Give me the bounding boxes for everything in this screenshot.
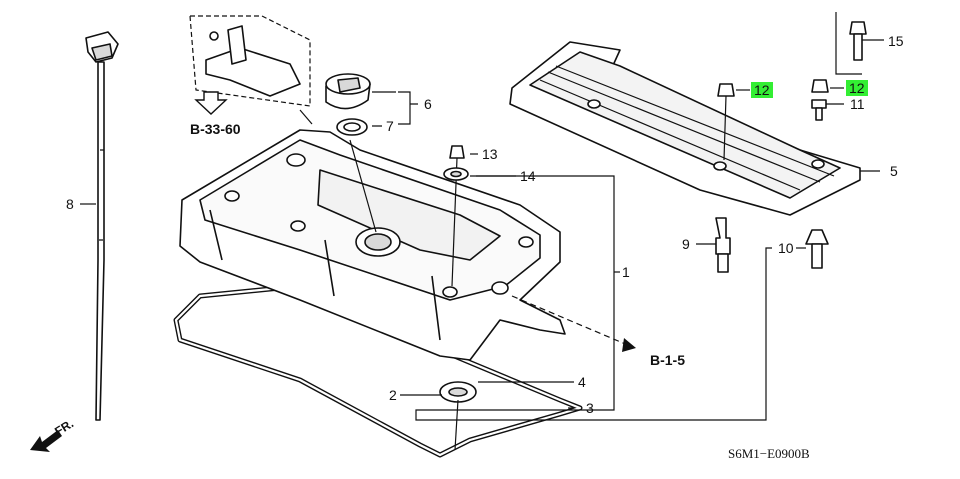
callout-1[interactable]: 1 (622, 264, 630, 280)
front-direction-arrow (30, 430, 62, 452)
callout-15[interactable]: 15 (888, 33, 904, 49)
callout-11[interactable]: 11 (850, 96, 865, 112)
cover-washer-14[interactable] (443, 167, 469, 181)
ref-arrow-b3360[interactable] (194, 91, 228, 115)
breather-bracket-inset[interactable] (189, 15, 311, 107)
cap-seal[interactable] (336, 118, 368, 136)
ref-label-b3360[interactable]: B-33-60 (190, 121, 241, 137)
callout-4[interactable]: 4 (578, 374, 586, 390)
highlight-12b (846, 80, 868, 96)
ref-label-b15[interactable]: B-1-5 (650, 352, 685, 368)
oil-filler-cap[interactable] (325, 73, 371, 110)
callout-12b[interactable]: 12 (849, 80, 865, 96)
callout-8[interactable]: 8 (66, 196, 74, 212)
valve-cover[interactable] (179, 129, 566, 361)
stud-bolt-10[interactable] (805, 229, 829, 269)
cover-washer-11[interactable] (811, 99, 827, 121)
ref-arrow-b15[interactable] (511, 295, 636, 352)
dipstick-part[interactable] (85, 31, 119, 421)
cover-bolt-13[interactable] (449, 145, 465, 287)
engine-cover[interactable] (509, 41, 861, 216)
callout-10[interactable]: 10 (778, 240, 794, 256)
stud-bolt-9[interactable] (715, 217, 731, 273)
callout-6[interactable]: 6 (424, 96, 432, 112)
callout-9[interactable]: 9 (682, 236, 690, 252)
callout-5[interactable]: 5 (890, 163, 898, 179)
diagram-code: S6M1−E0900B (728, 446, 810, 461)
plug-tube-seal[interactable] (439, 381, 477, 403)
callout-13[interactable]: 13 (482, 146, 498, 162)
callout-7[interactable]: 7 (386, 118, 394, 134)
cover-nut-12-right[interactable] (811, 79, 829, 93)
highlight-12a (751, 82, 773, 98)
callout-3[interactable]: 3 (586, 400, 594, 416)
callout-12a[interactable]: 12 (754, 82, 770, 98)
bolt-15-inset[interactable] (835, 12, 867, 75)
cover-nut-12-left[interactable] (717, 83, 735, 161)
callout-14[interactable]: 14 (520, 168, 536, 184)
callout-2[interactable]: 2 (389, 387, 397, 403)
